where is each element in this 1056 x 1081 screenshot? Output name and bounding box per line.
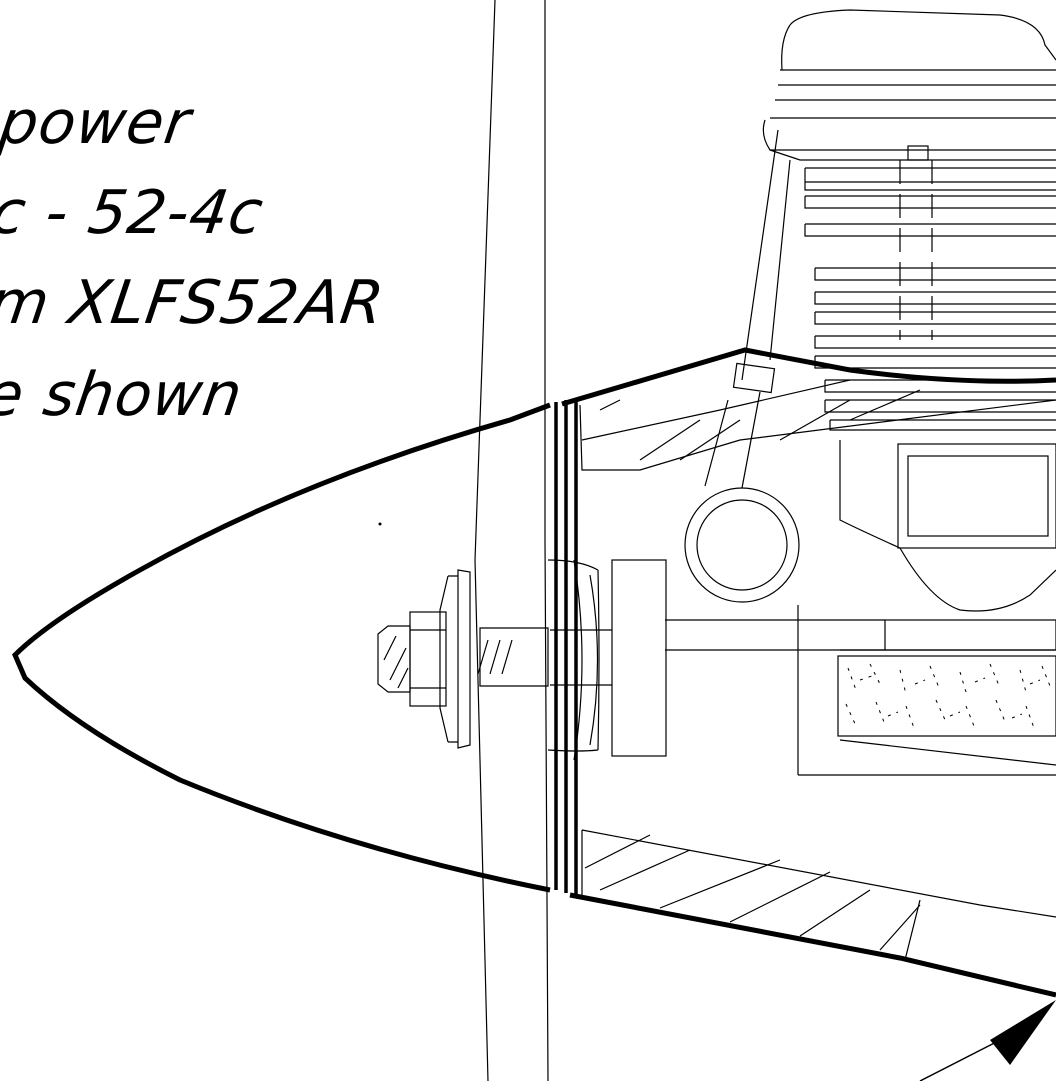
note-line-3: m XLFS52AR (0, 268, 389, 338)
note-line-4: e shown (0, 360, 248, 430)
note-line-2: c - 52-4c (0, 178, 268, 248)
crankcase (665, 362, 1056, 776)
propeller-blade (474, 0, 549, 1081)
note-line-1: power (0, 88, 196, 158)
leader-arrow (919, 1000, 1056, 1081)
engine-cylinder (741, 9, 1056, 431)
cowl-outline (561, 347, 1056, 998)
prop-adapter (477, 559, 667, 761)
foam-block (837, 655, 1056, 737)
firewall (554, 398, 578, 895)
spinner-outline (12, 402, 551, 893)
prop-nut (377, 569, 471, 749)
